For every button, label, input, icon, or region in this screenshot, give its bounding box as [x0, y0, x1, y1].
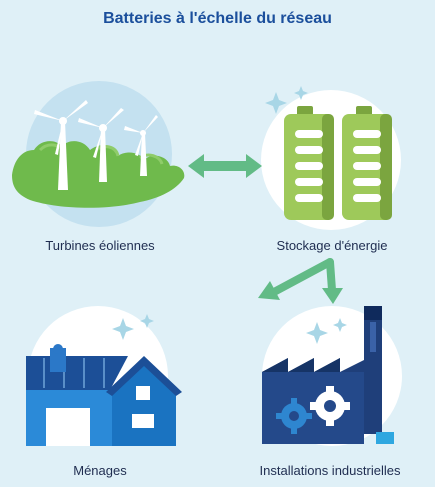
node-wind-turbines: [12, 81, 185, 227]
factory-icon: [262, 306, 394, 444]
house-icon: [26, 344, 182, 446]
node-homes: [26, 306, 182, 446]
label-homes: Ménages: [73, 463, 127, 478]
label-industrial-facilities: Installations industrielles: [259, 463, 401, 478]
node-industrial-facilities: [262, 306, 402, 446]
sparkle-icon: [265, 86, 308, 114]
page-title: Batteries à l'échelle du réseau: [103, 10, 332, 27]
sparkle-icon: [112, 314, 154, 340]
edge-storage-homes-arrow: [258, 258, 334, 300]
label-wind-turbines: Turbines éoliennes: [45, 238, 155, 253]
node-energy-storage: [261, 86, 401, 230]
edge-storage-industry-arrow: [322, 258, 343, 304]
edge-wind-storage-arrow: [188, 154, 262, 178]
wind-turbine-icon: [12, 100, 185, 208]
sparkle-icon: [306, 318, 347, 344]
label-energy-storage: Stockage d'énergie: [276, 238, 388, 253]
battery-icon: [284, 106, 392, 220]
